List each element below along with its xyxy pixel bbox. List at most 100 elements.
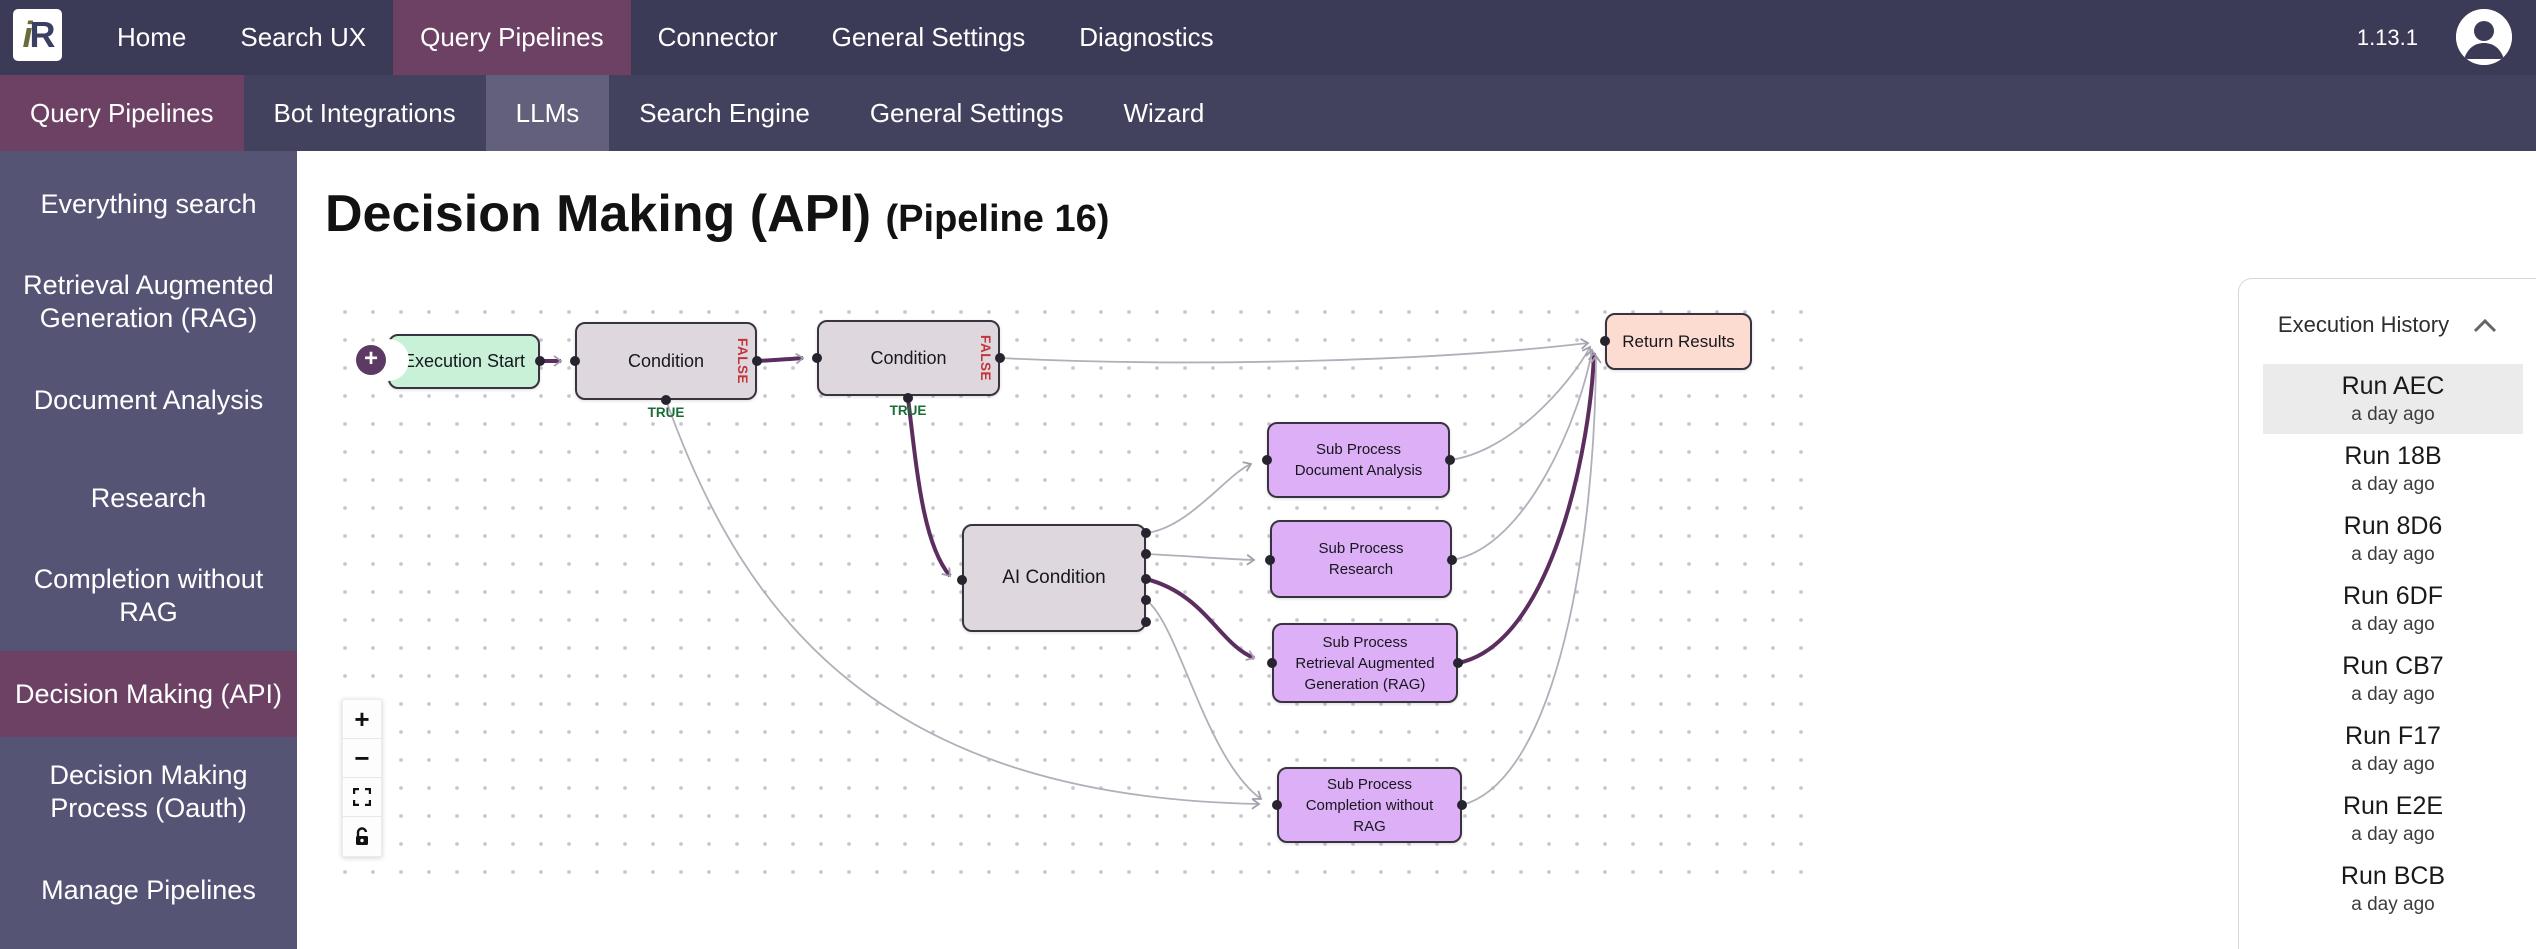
run-time: a day ago	[2351, 403, 2435, 425]
nav-item-query-pipelines[interactable]: Query Pipelines	[393, 0, 631, 75]
nav-spacer	[1241, 0, 2357, 75]
zoom-out-button[interactable]: −	[343, 739, 381, 778]
sidebar-item-decision-making-process-oauth[interactable]: Decision Making Process (Oauth)	[49, 760, 248, 823]
plus-icon: +	[363, 345, 378, 372]
edge-research-to-return-results[interactable]	[1451, 348, 1597, 561]
false-label: FALSE	[978, 334, 993, 382]
flow-canvas[interactable]: Execution Start + Condition FALSE TRUE C…	[325, 292, 1822, 890]
edge-ai-to-sub-research[interactable]	[1145, 553, 1256, 566]
nav-item-diagnostics[interactable]: Diagnostics	[1079, 22, 1214, 52]
subnav-item-general-settings[interactable]: General Settings	[869, 97, 1064, 128]
nav-item-search-ux[interactable]: Search UX	[240, 22, 367, 52]
execution-history-title: Execution History	[2277, 312, 2450, 337]
node-sub-process-rag[interactable]: Sub Process Retrieval Augmented Generati…	[1272, 623, 1458, 703]
logo-letter-r: R	[29, 14, 56, 55]
node-sub-process-document-analysis[interactable]: Sub Process Document Analysis	[1267, 422, 1450, 498]
false-label: FALSE	[735, 337, 750, 385]
sidebar-item-decision-making-api[interactable]: Decision Making (API)	[0, 651, 297, 737]
edge-rag-to-return-results[interactable]	[1457, 351, 1600, 665]
edge-ai-to-sub-document-analysis[interactable]	[1145, 461, 1253, 534]
run-item[interactable]: Run 18B a day ago	[2263, 434, 2523, 504]
node-sub-process-research[interactable]: Sub Process Research	[1270, 520, 1452, 598]
node-label: Condition	[627, 350, 705, 371]
edge-ai-to-sub-completion[interactable]	[1145, 599, 1263, 800]
fit-view-icon	[353, 788, 371, 806]
run-name: Run 8D6	[2343, 512, 2443, 541]
run-item[interactable]: Run 8D6 a day ago	[2263, 504, 2523, 574]
version-label: 1.13.1	[2356, 24, 2418, 50]
run-name: Run E2E	[2342, 792, 2444, 821]
run-time: a day ago	[2351, 473, 2435, 495]
sidebar-item-completion-without-rag[interactable]: Completion without RAG	[33, 564, 264, 627]
minus-icon: −	[354, 742, 370, 773]
plus-icon: +	[354, 703, 370, 734]
edge-ai-to-sub-rag[interactable]	[1145, 577, 1256, 661]
run-time: a day ago	[2351, 753, 2435, 775]
add-node-button[interactable]: +	[356, 345, 386, 375]
sidebar-item-research[interactable]: Research	[90, 482, 207, 513]
subnav-item-llms[interactable]: LLMs	[485, 75, 610, 151]
edge-condition2-true-to-ai-condition[interactable]	[906, 397, 952, 578]
subnav-item-wizard[interactable]: Wizard	[1123, 97, 1205, 128]
subnav-item-search-engine[interactable]: Search Engine	[639, 97, 810, 128]
edge-condition2-false-to-return-results[interactable]	[999, 338, 1590, 364]
lock-button[interactable]	[343, 817, 381, 856]
run-list: Run AEC a day ago Run 18B a day ago Run …	[2239, 364, 2536, 924]
nav-item-home[interactable]: Home	[117, 22, 187, 52]
subnav-item-bot-integrations[interactable]: Bot Integrations	[273, 97, 456, 128]
node-sub-process-completion-without-rag[interactable]: Sub Process Completion without RAG	[1277, 767, 1462, 843]
sidebar-item-document-analysis[interactable]: Document Analysis	[33, 384, 264, 415]
chevron-up-icon	[2474, 318, 2497, 332]
run-item[interactable]: Run F17 a day ago	[2263, 714, 2523, 784]
unlock-icon	[356, 826, 368, 845]
run-time: a day ago	[2351, 613, 2435, 635]
run-item[interactable]: Run AEC a day ago	[2263, 364, 2523, 434]
subnav-item-query-pipelines[interactable]: Query Pipelines	[0, 75, 244, 151]
run-item[interactable]: Run BCB a day ago	[2263, 854, 2523, 924]
sidebar-item-rag[interactable]: Retrieval Augmented Generation (RAG)	[23, 270, 274, 333]
node-ai-condition[interactable]: AI Condition	[962, 524, 1146, 632]
pipeline-sidebar: Everything search Retrieval Augmented Ge…	[0, 151, 297, 949]
sidebar-item-manage-pipelines[interactable]: Manage Pipelines	[41, 874, 256, 905]
edge-completion-to-return-results[interactable]	[1461, 354, 1602, 806]
canvas-controls: + −	[342, 699, 382, 857]
true-label: TRUE	[647, 405, 685, 420]
pipeline-id: (Pipeline 16)	[885, 198, 1110, 240]
secondary-navigation-bar: Query Pipelines Bot Integrations LLMs Se…	[0, 75, 2536, 151]
fit-view-button[interactable]	[343, 778, 381, 817]
run-time: a day ago	[2351, 893, 2435, 915]
zoom-in-button[interactable]: +	[343, 700, 381, 739]
run-item[interactable]: Run 6DF a day ago	[2263, 574, 2523, 644]
run-item[interactable]: Run CB7 a day ago	[2263, 644, 2523, 714]
collapse-panel-button[interactable]	[2473, 318, 2497, 333]
node-execution-start[interactable]: Execution Start	[388, 334, 540, 389]
user-avatar[interactable]	[2456, 9, 2512, 65]
run-name: Run BCB	[2340, 862, 2446, 891]
logo-letter-i: i	[22, 14, 32, 55]
node-label: Condition	[870, 347, 947, 368]
page-title: Decision Making (API) (Pipeline 16)	[325, 184, 1109, 244]
execution-history-panel: Execution History Run AEC a day ago Run …	[2238, 278, 2536, 949]
run-time: a day ago	[2351, 683, 2435, 705]
edge-condition1-false-to-condition2[interactable]	[756, 352, 805, 365]
run-time: a day ago	[2351, 823, 2435, 845]
nav-item-connector[interactable]: Connector	[657, 22, 778, 52]
run-name: Run AEC	[2341, 372, 2445, 401]
run-name: Run CB7	[2342, 652, 2444, 681]
node-return-results[interactable]: Return Results	[1605, 313, 1752, 370]
run-name: Run 18B	[2344, 442, 2442, 471]
edge-document-analysis-to-return-results[interactable]	[1449, 345, 1592, 461]
run-time: a day ago	[2351, 543, 2435, 565]
run-name: Run F17	[2345, 722, 2441, 751]
node-condition-1[interactable]: Condition FALSE	[575, 322, 757, 400]
execution-history-header: Execution History	[2239, 312, 2536, 338]
true-label: TRUE	[889, 403, 927, 418]
nav-item-general-settings[interactable]: General Settings	[831, 22, 1026, 52]
user-icon	[2456, 9, 2512, 65]
node-condition-2[interactable]: Condition FALSE	[817, 320, 1000, 396]
run-name: Run 6DF	[2342, 582, 2444, 611]
run-item[interactable]: Run E2E a day ago	[2263, 784, 2523, 854]
sidebar-item-everything-search[interactable]: Everything search	[40, 188, 257, 219]
